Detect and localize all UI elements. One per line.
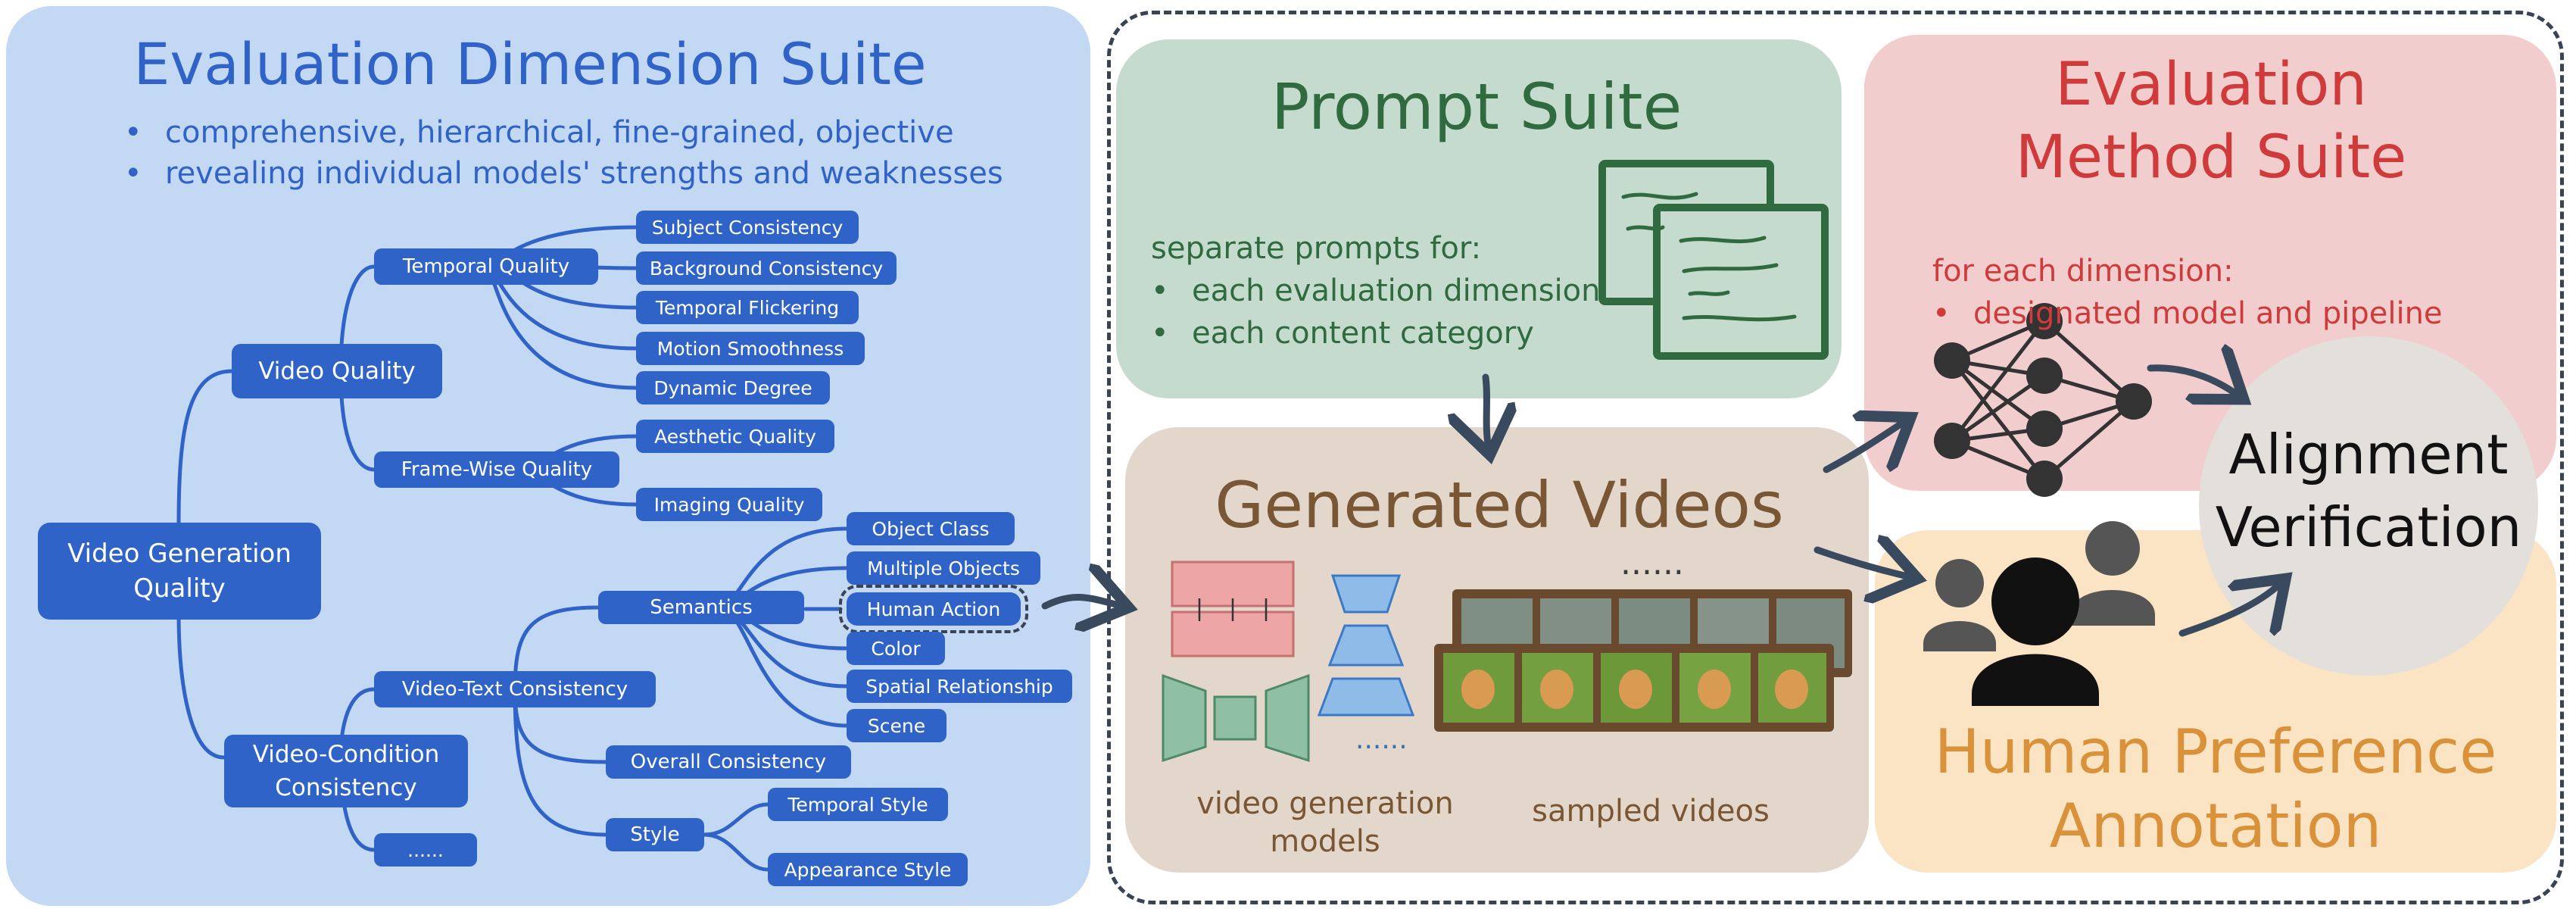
- sampled-videos-caption: sampled videos: [1532, 794, 1770, 829]
- generated-videos-title: Generated Videos: [1215, 468, 1784, 542]
- tree-node-more: ......: [374, 833, 477, 867]
- dimension-suite-bullets: •comprehensive, hierarchical, fine-grain…: [124, 112, 1003, 194]
- pipeline-dashed-border: [1107, 11, 2564, 904]
- tree-node-video-condition-consistency: Video-Condition Consistency: [224, 735, 468, 807]
- tree-leaf-motion-smoothness: Motion Smoothness: [636, 332, 865, 365]
- tree-leaf-object-class: Object Class: [847, 512, 1015, 545]
- sampled-videos-more-dots: ......: [1620, 544, 1684, 582]
- tree-leaf-imaging-quality: Imaging Quality: [636, 488, 822, 521]
- tree-node-video-quality: Video Quality: [232, 344, 442, 398]
- arrow-tree-to-videos: [1041, 597, 1122, 606]
- evaluation-method-suite-title: Evaluation Method Suite: [2015, 51, 2407, 192]
- tree-leaf-aesthetic-quality: Aesthetic Quality: [636, 420, 834, 453]
- dimension-bullet-item: •comprehensive, hierarchical, fine-grain…: [124, 115, 954, 150]
- dimension-bullet-item: •revealing individual models' strengths …: [124, 156, 1003, 191]
- tree-leaf-dynamic-degree: Dynamic Degree: [636, 371, 830, 404]
- arrow-videos-to-human: [1813, 550, 1911, 577]
- tree-leaf-scene: Scene: [847, 709, 947, 742]
- video-model-diagram-icon: [1162, 561, 1415, 763]
- alignment-verification-label: Alignment Verification: [2215, 423, 2522, 559]
- tree-leaf-appearance-style: Appearance Style: [768, 853, 968, 886]
- tree-leaf-spatial-relationship: Spatial Relationship: [847, 670, 1072, 703]
- method-bullet-item: •designated model and pipeline: [1932, 296, 2443, 331]
- tree-node-temporal-quality: Temporal Quality: [374, 248, 598, 285]
- prompt-bullet-item: •each content category: [1151, 316, 1534, 351]
- tree-node-video-generation-quality: Video Generation Quality: [38, 523, 321, 620]
- tree-node-frame-wise-quality: Frame-Wise Quality: [374, 451, 619, 488]
- prompt-suite-title: Prompt Suite: [1271, 70, 1683, 144]
- sampled-video-filmstrip-icon: [1434, 589, 1852, 732]
- arrow-human-to-alignment: [2178, 583, 2281, 637]
- tree-node-semantics: Semantics: [598, 591, 804, 624]
- prompt-documents-icon: [1598, 160, 1829, 360]
- prompt-bullet-item: •each evaluation dimension: [1151, 273, 1601, 308]
- evaluation-dimension-suite-title: Evaluation Dimension Suite: [133, 30, 927, 98]
- tree-node-video-text-consistency: Video-Text Consistency: [374, 671, 656, 707]
- prompt-suite-intro: separate prompts for:: [1151, 231, 1482, 266]
- tree-leaf-human-action: Human Action: [839, 585, 1028, 633]
- arrow-videos-to-method: [1823, 421, 1905, 473]
- models-more-dots: ......: [1355, 724, 1408, 755]
- arrow-prompt-to-videos: [1486, 373, 1489, 448]
- video-generation-models-caption: video generation models: [1196, 786, 1454, 859]
- tree-leaf-multiple-objects: Multiple Objects: [847, 551, 1040, 585]
- method-suite-intro: for each dimension:: [1932, 254, 2234, 289]
- tree-leaf-color: Color: [847, 632, 945, 665]
- method-suite-content: for each dimension: •designated model an…: [1932, 250, 2443, 335]
- human-preference-annotation-title: Human Preference Annotation: [1934, 717, 2497, 861]
- prompt-suite-content: separate prompts for: •each evaluation d…: [1151, 227, 1601, 354]
- tree-node-style: Style: [606, 818, 704, 851]
- tree-leaf-background-consistency: Background Consistency: [636, 251, 897, 285]
- tree-node-overall-consistency: Overall Consistency: [606, 745, 851, 779]
- tree-leaf-temporal-flickering: Temporal Flickering: [636, 291, 859, 324]
- neural-network-icon: [1934, 303, 2152, 497]
- arrow-method-to-alignment: [2147, 368, 2238, 395]
- human-group-icon: [1923, 521, 2155, 706]
- tree-leaf-temporal-style: Temporal Style: [768, 788, 948, 821]
- tree-leaf-subject-consistency: Subject Consistency: [636, 211, 859, 244]
